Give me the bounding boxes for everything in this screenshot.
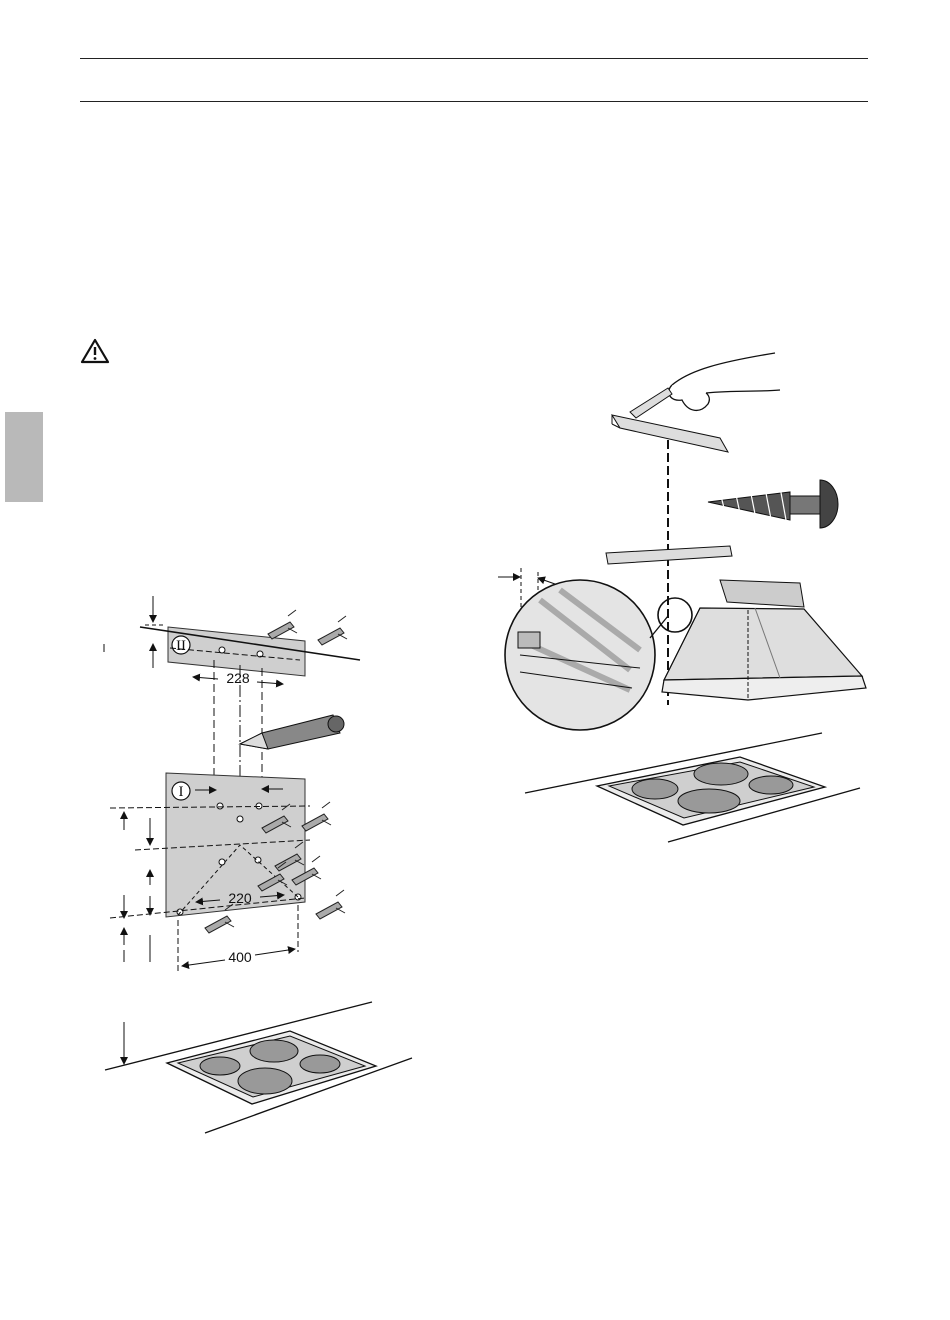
figure-hood-mounting — [495, 345, 880, 850]
mounting-bracket — [612, 415, 728, 452]
wall-plug-icon — [268, 610, 297, 639]
header-rule-top — [80, 58, 868, 59]
warning-triangle-icon — [80, 338, 110, 364]
dimension-220: 220 — [228, 890, 252, 906]
header-rule-bottom — [80, 101, 868, 102]
wall-plug-icon — [302, 802, 331, 831]
hob-icon — [597, 757, 825, 825]
pencil-icon — [240, 715, 344, 749]
language-side-tab — [5, 412, 43, 502]
wall-plug-icon — [316, 890, 345, 919]
wall-plug-icon — [318, 616, 347, 645]
hob-icon — [167, 1031, 376, 1104]
hand-with-screwdriver-icon — [630, 353, 780, 418]
detail-magnifier — [505, 580, 692, 730]
figure-wall-template: II 228 I — [95, 585, 425, 1140]
plate-i-label: I — [179, 784, 184, 800]
template-plate-ii: II — [140, 627, 360, 676]
chimney-hood — [662, 580, 866, 700]
dimension-400: 400 — [228, 949, 252, 965]
template-plate-i: I — [110, 773, 310, 918]
screw-icon — [708, 480, 838, 528]
dimension-228: 228 — [226, 670, 250, 686]
plate-ii-label: II — [176, 638, 186, 654]
